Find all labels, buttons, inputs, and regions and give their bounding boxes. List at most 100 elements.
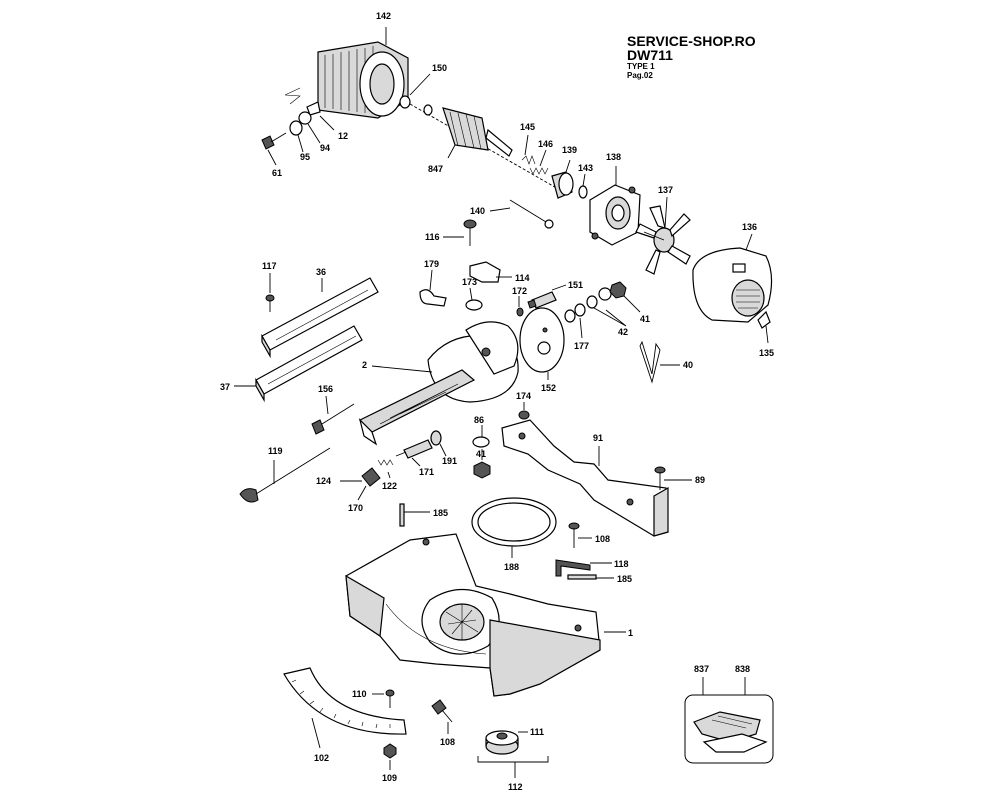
label-838: 838 [735, 664, 750, 674]
label-40: 40 [683, 360, 693, 370]
bolt-151-part [527, 291, 557, 309]
screw-89-part [654, 466, 666, 490]
spring-40-part [639, 340, 661, 384]
label-110: 110 [352, 689, 367, 699]
washer-177a-part [564, 309, 576, 323]
label-188: 188 [504, 562, 519, 572]
label-191: 191 [442, 456, 457, 466]
label-95: 95 [300, 152, 310, 162]
page-label: Pag.02 [627, 71, 653, 80]
label-847: 847 [428, 164, 443, 174]
label-42: 42 [618, 327, 628, 337]
bearing-housing-138-part [589, 184, 641, 246]
label-151: 151 [568, 280, 583, 290]
label-112: 112 [508, 782, 523, 792]
lever-179-part [419, 289, 447, 307]
label-117: 117 [262, 261, 277, 271]
rod-119-part [239, 447, 331, 503]
bolt-156-part [311, 403, 355, 435]
bearing-139-part [551, 171, 574, 199]
foot-111-part [485, 730, 519, 755]
nut-172-part [516, 307, 524, 317]
label-108b: 108 [440, 737, 455, 747]
label-172: 172 [512, 286, 527, 296]
ring-143-part [578, 185, 588, 199]
spring-146-part [529, 167, 549, 175]
type-label: TYPE 1 [627, 62, 655, 71]
label-41a: 41 [640, 314, 650, 324]
screw-110-part [385, 689, 395, 708]
motor-field-part [284, 41, 409, 119]
pin-171-part [395, 439, 433, 459]
label-152: 152 [541, 383, 556, 393]
fence-rail-37-part [255, 325, 363, 403]
scale-102-part [283, 667, 407, 735]
label-143: 143 [578, 163, 593, 173]
label-139: 139 [562, 145, 577, 155]
washer-42a-part [586, 295, 598, 309]
label-108a: 108 [595, 534, 610, 544]
washer-150-part [399, 95, 411, 109]
label-94: 94 [320, 143, 330, 153]
nut-41b-part [473, 461, 491, 479]
washer-86-part [472, 436, 490, 448]
label-145: 145 [520, 122, 535, 132]
armature-part [409, 103, 561, 191]
label-185b: 185 [617, 574, 632, 584]
washer-173-part [465, 299, 483, 311]
washer-42b-part [598, 287, 612, 301]
base-1-part [345, 533, 601, 697]
label-142: 142 [376, 11, 391, 21]
label-124: 124 [316, 476, 331, 486]
label-36: 36 [316, 267, 326, 277]
label-156: 156 [318, 384, 333, 394]
screw-117-part [265, 294, 275, 312]
label-135: 135 [759, 348, 774, 358]
label-150: 150 [432, 63, 447, 73]
ring-188-part [471, 497, 557, 547]
label-114: 114 [515, 273, 530, 283]
label-116: 116 [425, 232, 440, 242]
label-86: 86 [474, 415, 484, 425]
label-136: 136 [742, 222, 757, 232]
washer-94-part [298, 111, 312, 125]
clip-12-part [306, 101, 321, 116]
label-1: 1 [628, 628, 633, 638]
label-138: 138 [606, 152, 621, 162]
knob-191-part [430, 430, 442, 446]
pin-185b-part [567, 574, 597, 580]
label-111: 111 [530, 727, 544, 737]
arm-2-part [358, 321, 519, 446]
label-89: 89 [695, 475, 705, 485]
label-173: 173 [462, 277, 477, 287]
fence-rail-36-part [261, 277, 379, 359]
label-177: 177 [574, 341, 589, 351]
label-146: 146 [538, 139, 553, 149]
label-119: 119 [268, 446, 283, 456]
washer-177b-part [574, 303, 586, 317]
spring-122-part [377, 459, 394, 466]
screw-61-part [261, 132, 287, 150]
label-102: 102 [314, 753, 329, 763]
label-170: 170 [348, 503, 363, 513]
screw-116-part [463, 219, 477, 246]
group-bracket-112 [477, 756, 549, 763]
label-185a: 185 [433, 508, 448, 518]
label-109: 109 [382, 773, 397, 783]
diagram-header: SERVICE-SHOP.RO DW711 TYPE 1 Pag.02 [627, 34, 756, 80]
label-137: 137 [658, 185, 673, 195]
label-118: 118 [614, 559, 629, 569]
label-171: 171 [419, 467, 434, 477]
fan-137-part [635, 205, 691, 275]
label-37: 37 [220, 382, 230, 392]
pin-185a-part [399, 503, 405, 527]
washer-95-part [289, 120, 303, 136]
label-837: 837 [694, 664, 709, 674]
label-12: 12 [338, 131, 348, 141]
screw-108b-part [431, 699, 453, 723]
fan-cover-136-part [692, 247, 773, 323]
label-61: 61 [272, 168, 282, 178]
model-title: DW711 [627, 47, 673, 63]
label-2: 2 [362, 360, 367, 370]
